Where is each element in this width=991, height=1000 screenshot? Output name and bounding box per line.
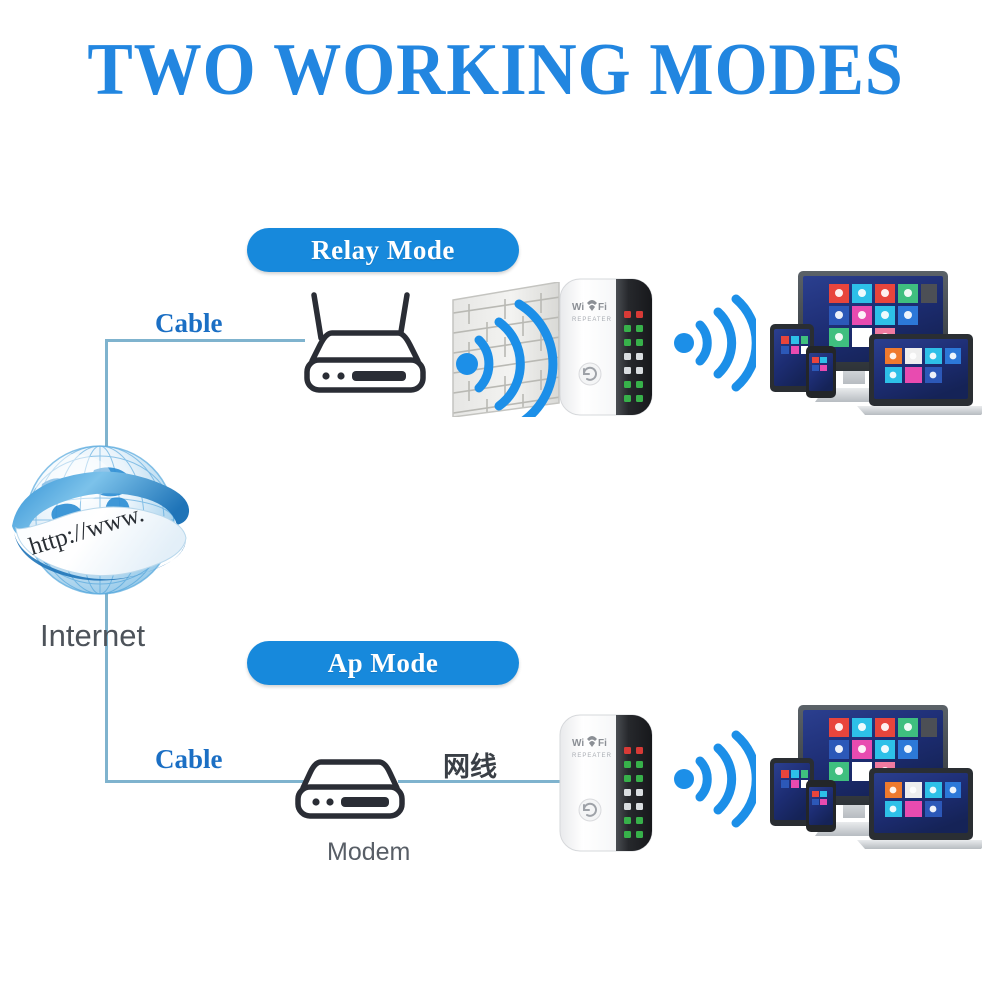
smartphone-icon bbox=[806, 780, 836, 832]
badge-ap-mode-label: Ap Mode bbox=[327, 647, 439, 678]
svg-text:Fi: Fi bbox=[598, 738, 607, 749]
wifi-signal-icon-ap bbox=[674, 730, 756, 828]
wifi-signal-icon-relay bbox=[674, 294, 756, 392]
repeater-brand-mark: Wi Fi REPEATER bbox=[572, 300, 612, 323]
device-cluster-relay bbox=[770, 271, 982, 415]
tablet-icon bbox=[770, 758, 814, 826]
internet-globe-icon: http://www. bbox=[12, 445, 190, 595]
brick-wall-icon bbox=[452, 282, 560, 417]
smartphone-icon bbox=[806, 346, 836, 398]
repeater-led-column bbox=[624, 747, 643, 838]
page-title: TWO WORKING MODES bbox=[87, 29, 904, 111]
repeater-led-column bbox=[624, 311, 643, 402]
tablet-icon bbox=[770, 324, 814, 392]
wifi-through-wall-icon bbox=[474, 299, 558, 417]
laptop-icon bbox=[857, 768, 982, 849]
wire-relay-branch bbox=[105, 339, 305, 342]
wifi-repeater-device-ap: Wi Fi REPEATER bbox=[559, 714, 653, 852]
badge-relay-mode-label: Relay Mode bbox=[311, 234, 455, 265]
modem-icon bbox=[295, 759, 405, 819]
repeater-wps-button bbox=[578, 798, 602, 822]
repeater-brand-mark: Wi Fi REPEATER bbox=[572, 736, 612, 759]
repeater-wps-button bbox=[578, 362, 602, 386]
wireless-router-icon bbox=[304, 292, 426, 393]
wire-modem-to-repeater bbox=[398, 780, 580, 783]
device-cluster-ap bbox=[770, 705, 982, 849]
badge-relay-mode[interactable]: Relay Mode bbox=[247, 228, 519, 272]
label-cable-relay: Cable bbox=[155, 308, 223, 338]
label-cable-ap: Cable bbox=[155, 744, 223, 774]
svg-text:Fi: Fi bbox=[598, 302, 607, 313]
svg-text:Wi: Wi bbox=[572, 738, 584, 749]
label-network-cable: 网线 bbox=[443, 752, 497, 783]
svg-text:REPEATER: REPEATER bbox=[572, 317, 612, 323]
svg-text:Wi: Wi bbox=[572, 302, 584, 313]
wire-ap-branch bbox=[105, 780, 305, 783]
badge-ap-mode[interactable]: Ap Mode bbox=[247, 641, 519, 685]
label-modem: Modem bbox=[327, 838, 411, 866]
laptop-icon bbox=[857, 334, 982, 415]
label-internet: Internet bbox=[40, 618, 146, 653]
desktop-monitor-icon bbox=[798, 271, 948, 402]
svg-text:REPEATER: REPEATER bbox=[572, 753, 612, 759]
wifi-repeater-device-relay: Wi Fi REPEATER bbox=[559, 278, 653, 416]
